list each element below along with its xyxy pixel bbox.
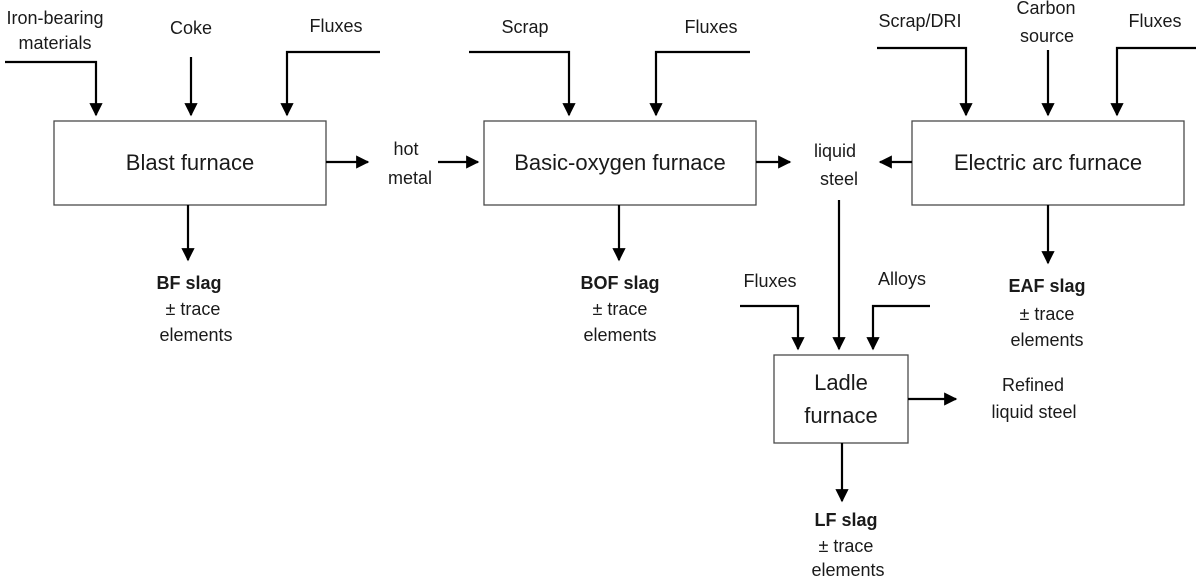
lf-slag-label: LF slag [814, 510, 877, 530]
input-bf-fluxes: Fluxes [309, 16, 362, 36]
arrow-fluxes-to-ladle [740, 304, 805, 351]
input-iron-bearing-line1: Iron-bearing [6, 8, 103, 28]
input-eaf-fluxes: Fluxes [1128, 11, 1181, 31]
bof-slag-label: BOF slag [580, 273, 659, 293]
bof-slag-trace-line2: elements [583, 325, 656, 345]
arrow-fluxes-to-eaf [1110, 46, 1196, 117]
arrow-scrap-dri-to-eaf [877, 46, 973, 117]
blast-furnace-label: Blast furnace [126, 150, 254, 175]
liquid-steel-line2: steel [820, 169, 858, 189]
arrow-scrap-to-bof [469, 50, 576, 117]
bf-slag-trace-line2: elements [159, 325, 232, 345]
bf-slag-label: BF slag [156, 273, 221, 293]
input-lf-fluxes: Fluxes [743, 271, 796, 291]
input-carbon-source-line1: Carbon [1016, 0, 1075, 18]
input-iron-bearing-line2: materials [18, 33, 91, 53]
electric-arc-furnace-box [911, 120, 1185, 206]
arrow-fluxes-to-blast-furnace [280, 50, 380, 117]
input-carbon-source-line2: source [1020, 26, 1074, 46]
ladle-furnace-label-line1: Ladle [814, 370, 868, 395]
refined-steel-line2: liquid steel [991, 402, 1076, 422]
arrow-fluxes-to-bof [649, 50, 750, 117]
eaf-slag-label: EAF slag [1008, 276, 1085, 296]
eaf-slag-trace-line1: ± trace [1020, 304, 1075, 324]
hot-metal-line2: metal [388, 168, 432, 188]
blast-furnace-box [53, 120, 327, 206]
bf-slag-trace-line1: ± trace [166, 299, 221, 319]
arrow-iron-to-blast-furnace [5, 60, 103, 117]
ladle-furnace-label-line2: furnace [804, 403, 877, 428]
eaf-slag-trace-line2: elements [1010, 330, 1083, 350]
ladle-furnace-box [773, 354, 909, 444]
basic-oxygen-furnace-label: Basic-oxygen furnace [514, 150, 726, 175]
input-scrap-dri: Scrap/DRI [878, 11, 961, 31]
lf-slag-trace-line1: ± trace [819, 536, 874, 556]
liquid-steel-line1: liquid [814, 141, 856, 161]
bof-slag-trace-line1: ± trace [593, 299, 648, 319]
hot-metal-line1: hot [393, 139, 418, 159]
refined-steel-line1: Refined [1002, 375, 1064, 395]
electric-arc-furnace-label: Electric arc furnace [954, 150, 1142, 175]
lf-slag-trace-line2: elements [811, 560, 884, 579]
input-lf-alloys: Alloys [878, 269, 926, 289]
arrow-alloys-to-ladle [866, 304, 930, 351]
basic-oxygen-furnace-box [483, 120, 757, 206]
input-coke: Coke [170, 18, 212, 38]
input-bof-fluxes: Fluxes [684, 17, 737, 37]
input-bof-scrap: Scrap [501, 17, 548, 37]
